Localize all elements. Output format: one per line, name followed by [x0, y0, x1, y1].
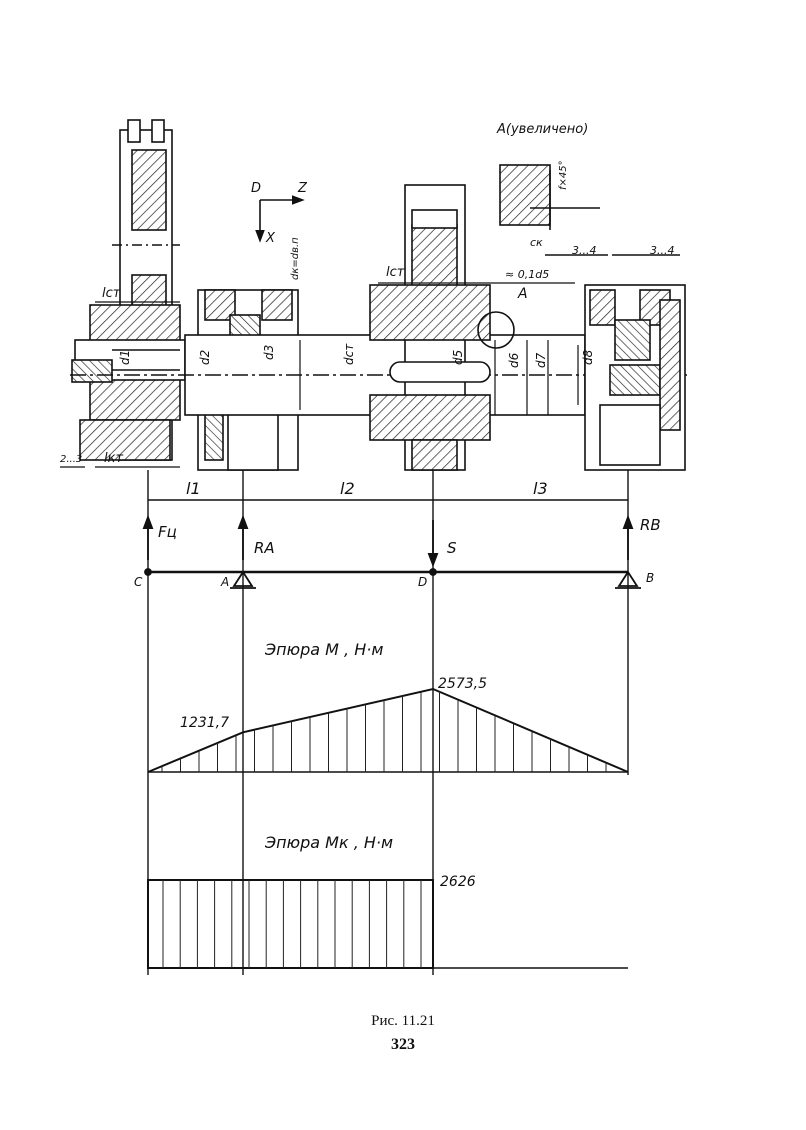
sprocket-left [72, 120, 185, 460]
detail-c-label: cк [530, 236, 543, 249]
gap-label-1: 3...4 [572, 244, 597, 257]
figure-caption: Рис. 11.21 [0, 1013, 806, 1030]
d8-label: d8 [581, 349, 595, 365]
span-l2: l2 [340, 479, 355, 498]
force-s-label: S [447, 539, 457, 557]
torque-block [148, 880, 433, 968]
axis-x: X [265, 231, 276, 246]
detail-title: A(увеличено) [496, 122, 588, 137]
axis-origin: D [251, 181, 261, 196]
force-fc-label: Fц [158, 523, 177, 541]
lst-mid: lст [386, 265, 405, 280]
approx-label: ≈ 0,1d5 [505, 268, 549, 281]
lkt: lкт [104, 451, 123, 466]
reaction-a-label: RA [254, 539, 275, 557]
moment-value-a: 1231,7 [180, 715, 229, 731]
moment-title: Эпюра M , Н·м [264, 640, 383, 659]
torque-value: 2626 [440, 874, 476, 890]
detail-f-label: f×45° [558, 160, 569, 190]
d3-label: d3 [262, 345, 276, 360]
load-scheme [145, 520, 641, 588]
d7-label: d7 [534, 352, 548, 368]
lst-left: lст [102, 286, 121, 301]
span-l1: l1 [186, 479, 201, 498]
gear-center [370, 185, 490, 470]
span-l3: l3 [533, 479, 548, 498]
page-number: 323 [0, 1036, 806, 1054]
point-a: A [220, 575, 229, 589]
axis-z: Z [297, 181, 308, 196]
range-left: 2...3 [60, 454, 82, 465]
dk-dbn-label: dк=dв.п [290, 237, 301, 280]
torque-diagram [148, 880, 628, 968]
d2-label: d2 [198, 350, 212, 365]
gap-label-2: 3...4 [650, 244, 675, 257]
point-d: D [418, 575, 427, 589]
d1-label: d1 [118, 350, 132, 365]
moment-value-d: 2573,5 [438, 676, 487, 692]
torque-title: Эпюра Mк , Н·м [264, 833, 393, 852]
point-b: B [646, 571, 654, 585]
dcr-label: dст [342, 343, 356, 365]
d5-label: d5 [451, 350, 465, 365]
detail-callout: A [517, 286, 528, 302]
d6-label: d6 [507, 352, 521, 368]
bearing-b [585, 285, 685, 470]
point-c: C [134, 575, 143, 589]
reaction-b-label: RB [640, 516, 661, 534]
